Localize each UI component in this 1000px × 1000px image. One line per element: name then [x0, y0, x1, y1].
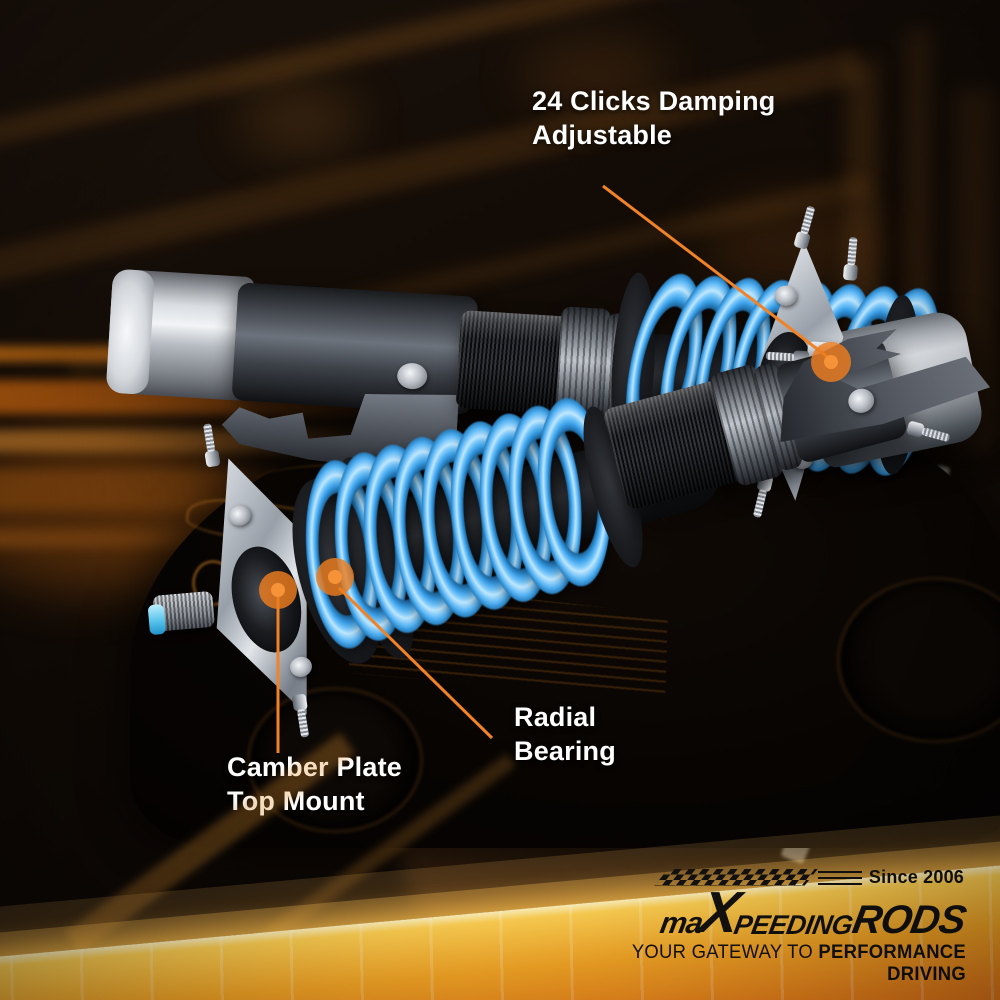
label-line: Top Mount — [227, 786, 365, 816]
wordmark-peeding: PEEDING — [731, 909, 856, 940]
wordmark-rods: RODS — [849, 898, 969, 942]
callout-dot-radial-center — [328, 570, 342, 584]
logo-top-row: Since 2006 — [621, 867, 964, 889]
label-line: Radial — [514, 702, 597, 732]
callout-line-damping — [602, 184, 830, 360]
brand-tagline: YOUR GATEWAY TO PERFORMANCE DRIVING — [631, 942, 966, 986]
window-glow — [240, 90, 360, 150]
callout-dot-damping-center — [824, 355, 838, 369]
callout-line-radial — [337, 586, 494, 740]
car-wheel-right — [840, 580, 1000, 740]
tagline-prefix: YOUR GATEWAY TO — [631, 942, 819, 963]
label-line: Bearing — [514, 736, 616, 766]
tagline-bold: PERFORMANCE DRIVING — [818, 942, 966, 985]
since-badge: Since 2006 — [868, 867, 964, 888]
label-camber-plate: Camber Plate Top Mount — [227, 750, 402, 818]
window-glow — [520, 40, 670, 110]
speed-lines-icon — [817, 870, 862, 885]
label-line: Camber Plate — [227, 752, 402, 782]
callout-dot-camber-center — [271, 583, 285, 597]
label-line: 24 Clicks Damping — [532, 86, 776, 116]
label-line: Adjustable — [532, 120, 673, 150]
label-radial-bearing: Radial Bearing — [514, 700, 616, 768]
label-damping-adjustable: 24 Clicks Damping Adjustable — [532, 84, 776, 152]
